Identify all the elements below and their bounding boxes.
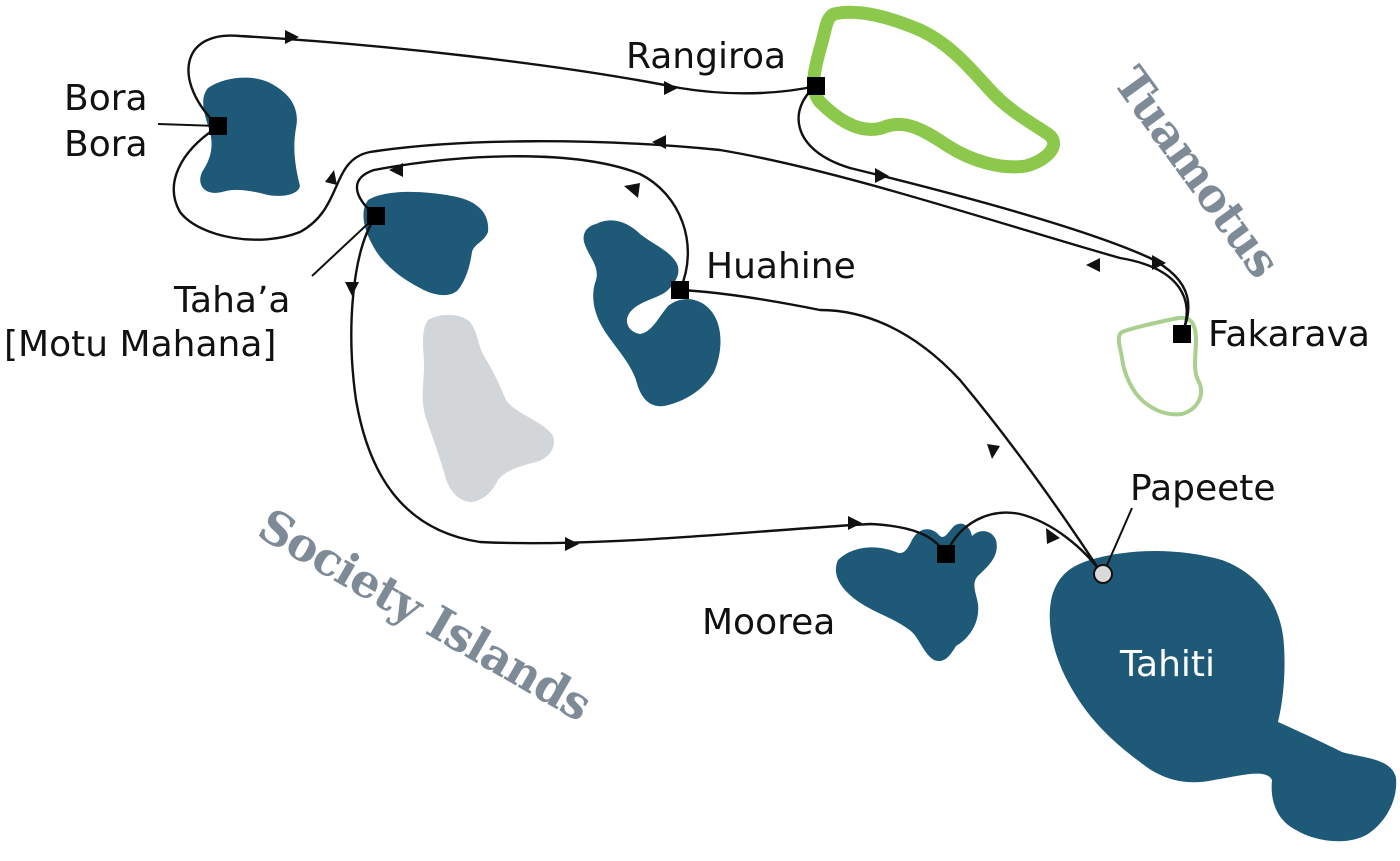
route-arrow: [1086, 258, 1100, 272]
route-tahaa-to-moorea: [350, 215, 947, 555]
route-arrow: [565, 537, 579, 551]
route-bora-bora-to-rangiroa: [187, 34, 817, 127]
rangiroa-label: Rangiroa: [626, 36, 786, 77]
route-papeete-to-huahine: [679, 288, 1104, 575]
huahine-label: Huahine: [706, 246, 856, 287]
fakarava-label: Fakarava: [1208, 314, 1370, 355]
route-arrow: [325, 170, 337, 185]
rangiroa-atoll: [807, 5, 1061, 174]
papeete-label: Papeete: [1130, 468, 1276, 509]
route-rangiroa-to-fakarava: [797, 85, 1190, 335]
route-arrow: [875, 168, 889, 183]
moorea-island: [835, 523, 997, 662]
route-arrow: [987, 444, 1000, 459]
route-arrow: [1152, 255, 1166, 270]
route-arrow: [624, 183, 640, 198]
moorea-marker: [937, 545, 955, 563]
bora-bora-label-line2: Bora: [64, 124, 148, 165]
tahaa-label-line1: Taha’a: [173, 280, 290, 321]
tahaa-label-line2: [Motu Mahana]: [4, 324, 276, 365]
route-arrow: [848, 516, 862, 530]
tahiti-island: [1049, 551, 1397, 842]
route-arrow: [345, 282, 359, 296]
society-islands-label: Society Islands: [250, 498, 601, 732]
moorea-label: Moorea: [702, 602, 835, 643]
papeete-marker: [1093, 564, 1113, 584]
route-arrow: [664, 81, 678, 95]
bora-bora-island: [200, 77, 300, 196]
huahine-marker: [671, 281, 689, 299]
route-moorea-to-papeete: [944, 511, 1103, 575]
route-arrow: [285, 30, 299, 44]
tuamotus-label: Tuamotus: [1103, 57, 1291, 287]
route-arrow: [389, 163, 403, 177]
port-markers: [209, 77, 1191, 584]
route-fakarava-to-bora-bora: [172, 127, 1188, 335]
tahaa-island: [363, 191, 489, 296]
tahaa-marker: [367, 207, 385, 225]
bora-bora-leader: [157, 123, 219, 127]
route-huahine-branch: [355, 155, 689, 291]
fakarava-atoll: [1116, 315, 1203, 417]
bora-bora-label-line1: Bora: [64, 78, 148, 119]
islands: [200, 77, 1397, 842]
route-arrow: [1046, 528, 1060, 544]
tahiti-label: Tahiti: [1119, 644, 1215, 685]
fakarava-marker: [1173, 325, 1191, 343]
leader-lines: [157, 123, 1133, 573]
tahaa-leader: [311, 217, 375, 277]
cruise-routes: [172, 30, 1190, 575]
papeete-leader: [1103, 507, 1133, 573]
port-labels: Bora Bora Rangiroa Taha’a [Motu Mahana] …: [4, 36, 1370, 685]
raiatea-island: [422, 314, 555, 502]
bora-bora-marker: [209, 117, 227, 135]
route-arrow: [652, 135, 666, 149]
huahine-island: [583, 220, 721, 407]
rangiroa-marker: [807, 77, 825, 95]
